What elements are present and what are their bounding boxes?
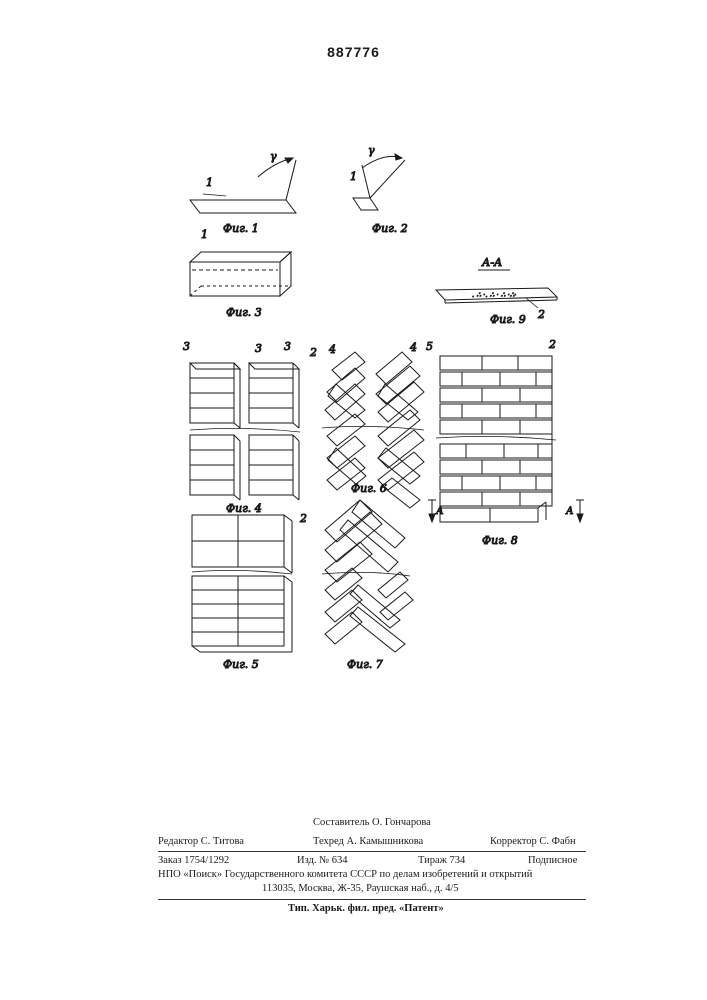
section-mark-left: А bbox=[435, 506, 444, 517]
fig1-caption: Фиг. 1 bbox=[223, 222, 259, 235]
callout-3a-fig4: 3 bbox=[183, 340, 190, 353]
editor-line: Редактор С. Титова bbox=[158, 836, 244, 847]
callout-2-fig5: 2 bbox=[299, 512, 307, 525]
circulation: Тираж 734 bbox=[418, 855, 465, 866]
subscription: Подписное bbox=[528, 855, 577, 866]
fig2-caption: Фиг. 2 bbox=[372, 222, 408, 235]
callout-3c-fig4: 3 bbox=[284, 340, 291, 353]
organization-line: НПО «Поиск» Государственного комитета СС… bbox=[158, 869, 532, 880]
figure-2: 1 γ Фиг. 2 bbox=[350, 144, 408, 235]
svg-text:. ∴ ·. ∴ · ∴ ·∴·: . ∴ ·. ∴ · ∴ ·∴· bbox=[472, 291, 517, 299]
callout-5-fig8: 5 bbox=[426, 340, 433, 353]
figure-8: А А 5 2 Фиг. 8 bbox=[426, 338, 584, 547]
address-line: 113035, Москва, Ж-35, Раушская наб., д. … bbox=[262, 883, 459, 894]
compiler-line: Составитель О. Гончарова bbox=[313, 817, 431, 828]
figure-7: Фиг. 7 bbox=[322, 500, 413, 671]
callout-2-fig9: 2 bbox=[537, 308, 545, 321]
callout-1-fig1: 1 bbox=[206, 176, 213, 189]
callout-4b-fig6: 4 bbox=[409, 341, 417, 354]
fig9-caption: Фиг. 9 bbox=[490, 313, 526, 326]
figure-9: А-А . ∴ ·. ∴ · ∴ ·∴· 2 Фиг. 9 bbox=[436, 256, 557, 326]
callout-3b-fig4: 3 bbox=[255, 342, 262, 355]
angle-label-fig1: γ bbox=[270, 150, 277, 163]
figure-5: 2 Фиг. 5 bbox=[192, 512, 307, 671]
divider-top bbox=[158, 851, 586, 852]
fig5-caption: Фиг. 5 bbox=[223, 658, 259, 671]
issue-number: Изд. № 634 bbox=[297, 855, 348, 866]
section-label: А-А bbox=[481, 256, 502, 269]
callout-1-fig3: 1 bbox=[201, 228, 208, 241]
order-number: Заказ 1754/1292 bbox=[158, 855, 229, 866]
fig3-caption: Фиг. 3 bbox=[226, 306, 262, 319]
figure-3: 1 Фиг. 3 bbox=[190, 228, 291, 319]
figure-1: 1 γ Фиг. 1 bbox=[190, 150, 296, 235]
fig6-caption: Фиг. 6 bbox=[351, 482, 387, 495]
callout-2-fig8: 2 bbox=[548, 338, 556, 351]
callout-4a-fig6: 4 bbox=[328, 343, 336, 356]
fig7-caption: Фиг. 7 bbox=[347, 658, 383, 671]
figure-4: 3 3 3 2 Фиг. 4 bbox=[183, 340, 317, 515]
fig4-caption: Фиг. 4 bbox=[226, 502, 262, 515]
section-mark-right: А bbox=[565, 506, 574, 517]
angle-label-fig2: γ bbox=[368, 144, 375, 157]
corrector-line: Корректор С. Фабн bbox=[490, 836, 576, 847]
fig8-caption: Фиг. 8 bbox=[482, 534, 518, 547]
printer-line: Тип. Харьк. фил. пред. «Патент» bbox=[288, 903, 444, 914]
callout-2-fig4: 2 bbox=[309, 346, 317, 359]
figure-6: 4 4 Фиг. 6 bbox=[322, 341, 424, 508]
divider-bottom bbox=[158, 899, 586, 900]
callout-1-fig2: 1 bbox=[350, 170, 357, 183]
tech-editor-line: Техред А. Камышникова bbox=[313, 836, 423, 847]
